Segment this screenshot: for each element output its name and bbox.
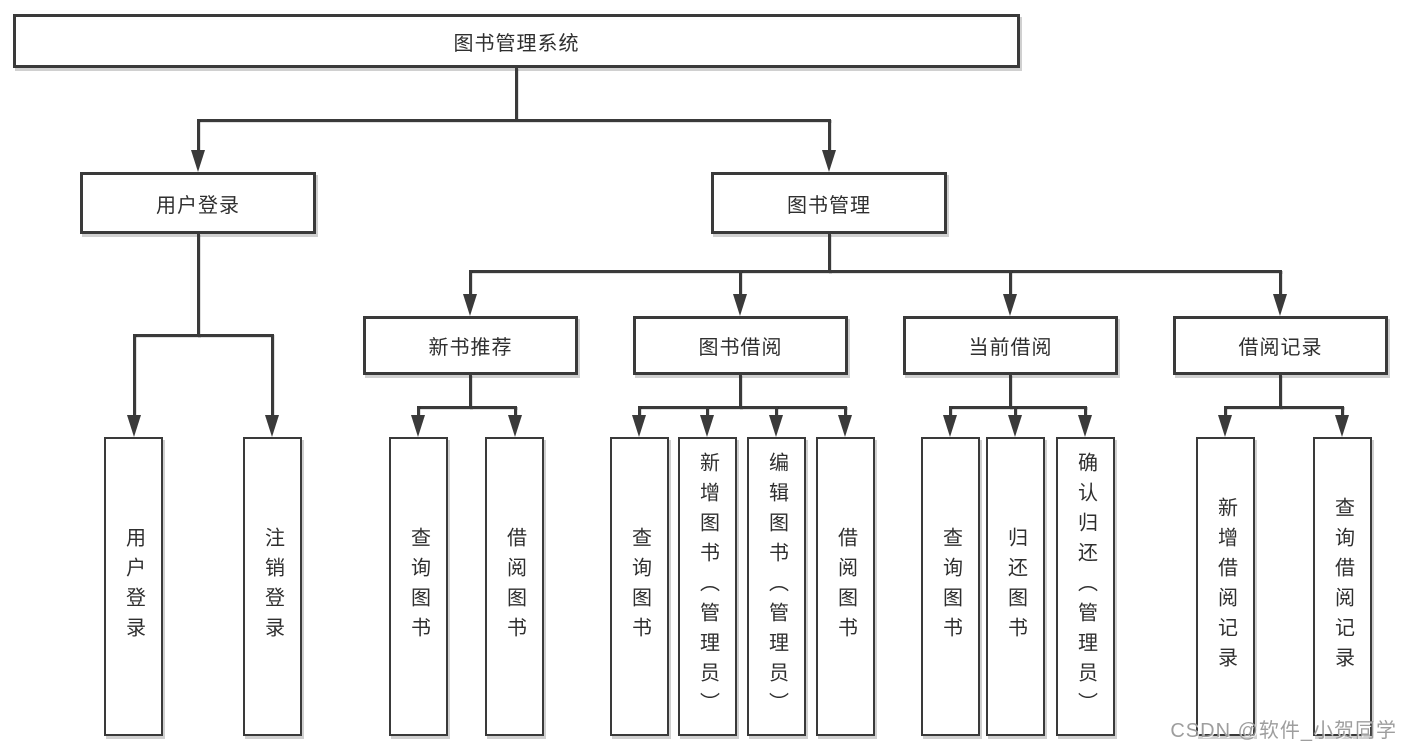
connector-line	[828, 234, 831, 273]
leaf-add-borrow-record-label: 新增借阅记录	[1214, 496, 1237, 677]
node-root-label: 图书管理系统	[453, 32, 580, 55]
leaf-query-current-borrow-label: 查询图书	[939, 526, 962, 647]
arrow-down-icon	[463, 294, 477, 316]
arrow-down-icon	[822, 150, 836, 172]
node-book-management-label: 图书管理	[787, 194, 871, 217]
leaf-query-book-recommend: 查询图书	[389, 437, 448, 736]
connector-line	[469, 270, 1282, 273]
connector-line	[417, 406, 517, 409]
arrow-down-icon	[1078, 415, 1092, 437]
arrow-down-icon	[733, 294, 747, 316]
connector-line	[469, 270, 472, 294]
leaf-query-book: 查询图书	[610, 437, 669, 736]
arrow-down-icon	[411, 415, 425, 437]
connector-line	[197, 234, 200, 337]
leaf-user-login: 用户登录	[104, 437, 163, 736]
arrow-down-icon	[943, 415, 957, 437]
node-user-login-label: 用户登录	[156, 194, 240, 217]
connector-line	[706, 406, 709, 418]
connector-line	[638, 406, 847, 409]
connector-line	[133, 334, 273, 337]
arrow-down-icon	[127, 415, 141, 437]
arrow-down-icon	[1218, 415, 1232, 437]
connector-line	[949, 406, 952, 418]
arrow-down-icon	[632, 415, 646, 437]
arrow-down-icon	[1008, 415, 1022, 437]
leaf-add-book-admin: 新增图书（管理员）	[678, 437, 737, 736]
node-user-login: 用户登录	[80, 172, 316, 234]
leaf-query-current-borrow: 查询图书	[921, 437, 980, 736]
connector-line	[775, 406, 778, 418]
connector-line	[1014, 406, 1017, 418]
arrow-down-icon	[1003, 294, 1017, 316]
arrow-down-icon	[838, 415, 852, 437]
leaf-query-borrow-record: 查询借阅记录	[1313, 437, 1372, 736]
connector-line	[844, 406, 847, 418]
connector-line	[739, 375, 742, 409]
connector-line	[828, 119, 831, 152]
arrow-down-icon	[191, 150, 205, 172]
leaf-add-borrow-record: 新增借阅记录	[1196, 437, 1255, 736]
leaf-borrow-book-label: 借阅图书	[834, 526, 857, 647]
connector-line	[133, 334, 136, 415]
leaf-confirm-return-admin: 确认归还（管理员）	[1056, 437, 1115, 736]
connector-line	[197, 119, 200, 152]
arrow-down-icon	[700, 415, 714, 437]
connector-line	[1084, 406, 1087, 418]
connector-line	[514, 406, 517, 418]
arrow-down-icon	[265, 415, 279, 437]
connector-line	[1224, 406, 1344, 409]
leaf-query-borrow-record-label: 查询借阅记录	[1331, 496, 1354, 677]
connector-line	[1224, 406, 1227, 418]
leaf-query-book-label: 查询图书	[628, 526, 651, 647]
connector-line	[739, 270, 742, 294]
leaf-borrow-book: 借阅图书	[816, 437, 875, 736]
node-current-borrow-label: 当前借阅	[968, 337, 1053, 359]
leaf-user-login-label: 用户登录	[122, 526, 145, 647]
leaf-logout: 注销登录	[243, 437, 302, 736]
leaf-add-book-admin-label: 新增图书（管理员）	[696, 451, 719, 722]
connector-line	[638, 406, 641, 418]
connector-line	[515, 68, 518, 121]
node-book-borrow-label: 图书借阅	[698, 337, 783, 359]
node-book-borrow: 图书借阅	[633, 316, 848, 375]
node-new-book-recommend: 新书推荐	[363, 316, 578, 375]
connector-line	[1279, 270, 1282, 294]
node-root: 图书管理系统	[13, 14, 1020, 68]
node-borrow-records: 借阅记录	[1173, 316, 1388, 375]
connector-line	[1279, 375, 1282, 409]
connector-line	[271, 334, 274, 415]
leaf-logout-label: 注销登录	[261, 526, 284, 647]
leaf-return-book: 归还图书	[986, 437, 1045, 736]
connector-line	[1009, 270, 1012, 294]
node-current-borrow: 当前借阅	[903, 316, 1118, 375]
connector-line	[1009, 375, 1012, 409]
arrow-down-icon	[1273, 294, 1287, 316]
leaf-borrow-book-recommend-label: 借阅图书	[503, 526, 526, 647]
leaf-confirm-return-admin-label: 确认归还（管理员）	[1074, 451, 1097, 722]
node-borrow-records-label: 借阅记录	[1238, 337, 1323, 359]
leaf-borrow-book-recommend: 借阅图书	[485, 437, 544, 736]
leaf-return-book-label: 归还图书	[1004, 526, 1027, 647]
connector-line	[417, 406, 420, 418]
connector-line	[1341, 406, 1344, 418]
arrow-down-icon	[769, 415, 783, 437]
arrow-down-icon	[1335, 415, 1349, 437]
leaf-query-book-recommend-label: 查询图书	[407, 526, 430, 647]
watermark-text: CSDN @软件_小贺同学	[1170, 720, 1397, 742]
node-new-book-recommend-label: 新书推荐	[428, 337, 513, 359]
leaf-edit-book-admin: 编辑图书（管理员）	[747, 437, 806, 736]
leaf-edit-book-admin-label: 编辑图书（管理员）	[765, 451, 788, 722]
connector-line	[949, 406, 1087, 409]
node-book-management: 图书管理	[711, 172, 947, 234]
connector-line	[469, 375, 472, 409]
connector-line	[197, 119, 831, 122]
arrow-down-icon	[508, 415, 522, 437]
